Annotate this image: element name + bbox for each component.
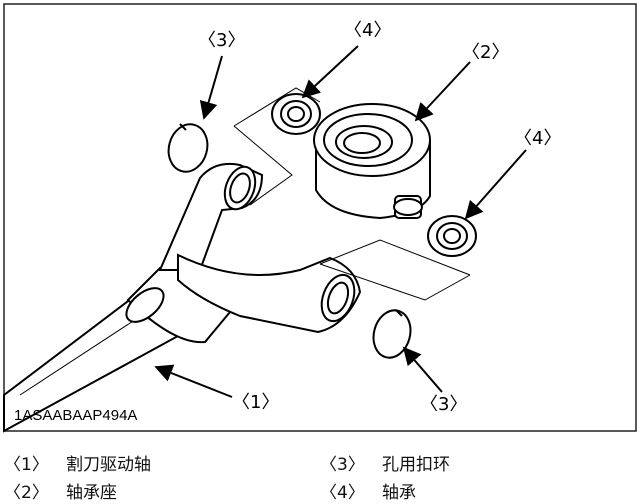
bearing-left [271,93,321,135]
legend-num-4: 〈4〉 [320,483,365,503]
callout-3-bottom: 〈3〉 [420,394,467,415]
legend-num-2: 〈2〉 [4,483,49,503]
legend-text-4: 轴承 [382,483,416,503]
leader-arrows [154,45,527,398]
callout-1: 〈1〉 [232,392,279,413]
shaft-yoke [158,162,362,334]
legend-text-2: 轴承座 [66,483,117,503]
callout-2: 〈2〉 [462,42,509,63]
callout-4-left: 〈4〉 [344,20,391,41]
snap-ring-top [167,123,209,173]
legend-text-3: 孔用扣环 [382,455,450,475]
legend-num-3: 〈3〉 [320,455,365,475]
legend-num-1: 〈1〉 [4,455,49,475]
legend-text-1: 割刀驱动轴 [66,455,151,475]
figure-code: 1ASAABAAP494A [14,407,137,424]
bearing-right [427,215,477,257]
bearing-housing [313,103,431,220]
callout-3-top: 〈3〉 [198,30,245,51]
callout-4-right: 〈4〉 [514,128,561,149]
snap-ring-bottom [372,309,412,359]
parts-legend: 〈1〉 割刀驱动轴 〈2〉 轴承座 〈3〉 孔用扣环 〈4〉 轴承 [4,455,450,503]
diagram-frame [3,3,637,432]
